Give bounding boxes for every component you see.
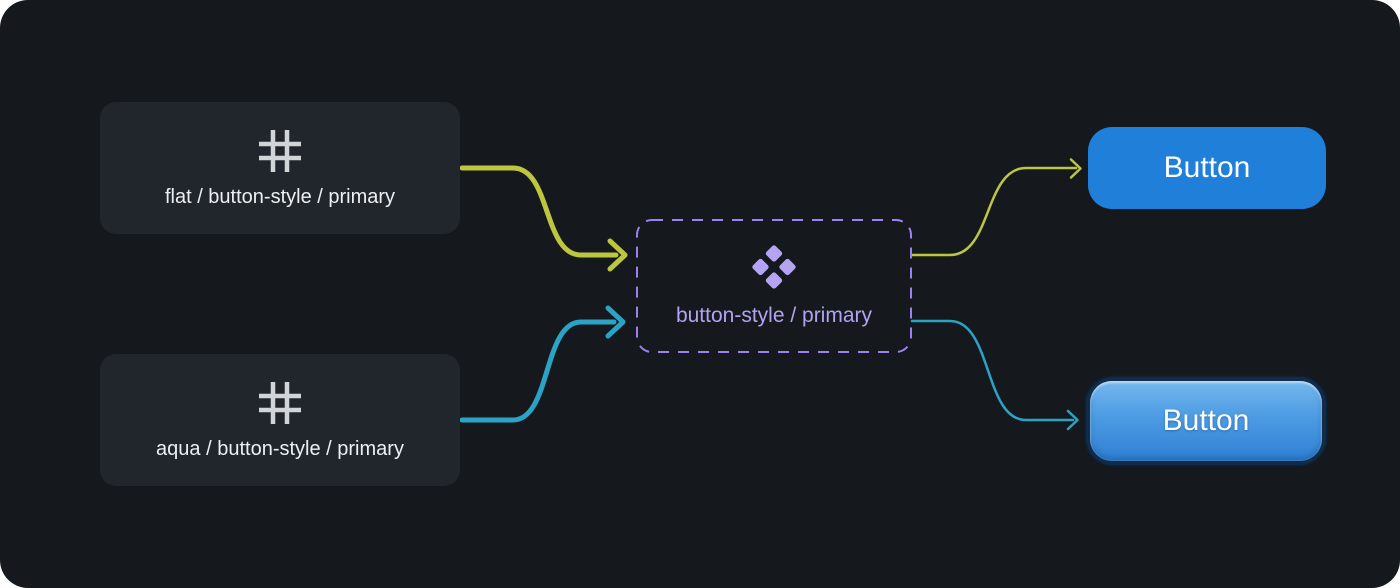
grid-hash-icon [259,130,301,172]
arrow-flat-to-variable [459,165,628,272]
node-flat-token-set[interactable]: flat / button-style / primary [100,102,460,234]
grid-hash-icon [259,382,301,424]
arrow-aqua-to-variable [459,305,626,423]
variables-diamonds-icon [752,245,796,290]
arrow-variable-to-flat-button [910,158,1082,257]
node-aqua-token-set[interactable]: aqua / button-style / primary [100,354,460,486]
node-label-flat: flat / button-style / primary [164,186,396,208]
aqua-style-button[interactable]: Button [1086,377,1326,465]
node-variable[interactable]: button-style / primary [636,219,912,353]
node-label-aqua: aqua / button-style / primary [156,438,404,460]
variable-label: button-style / primary [675,304,873,328]
flat-style-button[interactable]: Button [1088,127,1326,209]
aqua-button-face: Button [1090,381,1322,461]
arrow-variable-to-aqua-button [910,319,1079,431]
dashed-border [636,219,912,353]
